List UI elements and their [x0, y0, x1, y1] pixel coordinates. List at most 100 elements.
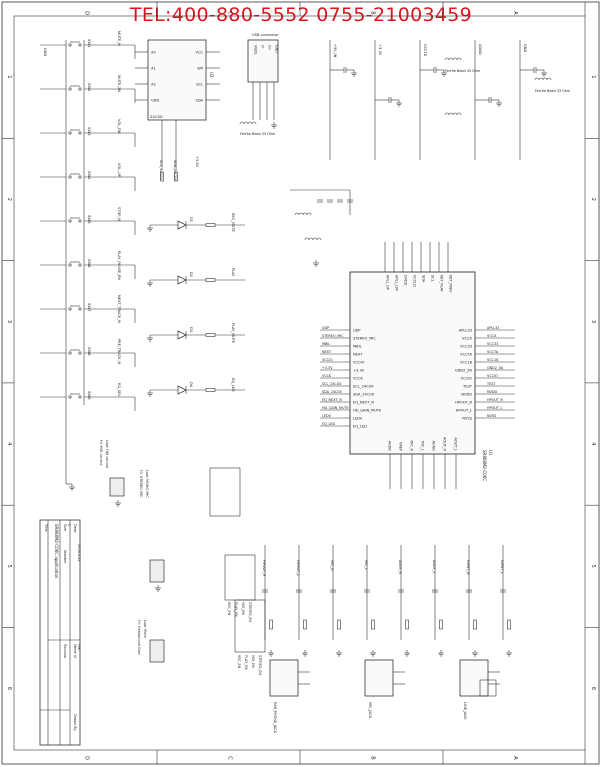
- switch-ref: SW5: [87, 215, 92, 224]
- resistor: [205, 223, 216, 227]
- chip-pin-label: GND2_5A: [455, 369, 473, 373]
- size-label: Size: [63, 524, 67, 531]
- chip-net-label: NEXT: [322, 350, 332, 354]
- chip-pin-label: KEY_PREV: [449, 275, 453, 293]
- chip-pin-label: +3.3V: [353, 369, 365, 373]
- chip-pin-label: DVDD: [404, 275, 408, 286]
- chip-net-label: VCCIO: [487, 374, 498, 378]
- inductor: [534, 77, 552, 81]
- chip-pin-label: VCC18: [460, 361, 473, 365]
- resistor: [337, 619, 341, 630]
- filter-label: Ferrite Bead 33 Ohm: [445, 69, 481, 73]
- date-value: 2013-3-22: [77, 544, 81, 562]
- zone-number-right: 6: [590, 687, 596, 690]
- resistor: [174, 171, 178, 182]
- chip-net-label: VCC18: [487, 358, 498, 362]
- chip-pin-label: SDA: [422, 275, 426, 283]
- chip-pin-label: VREF: [399, 442, 403, 451]
- mode-text: Low: MONO MIC: [145, 470, 149, 498]
- switch-contact: [78, 87, 82, 91]
- zone-number-left: 6: [6, 687, 12, 690]
- revision-label: Revision: [63, 644, 67, 658]
- chip-net-label: VCCX: [487, 334, 497, 338]
- switch-contact: [78, 43, 82, 47]
- zone-number-left: 5: [6, 565, 12, 568]
- chip-net-label: STEREO_MIC: [322, 334, 344, 338]
- title-label: Title: [44, 523, 48, 532]
- zone-letter-top: D: [84, 11, 90, 15]
- switch-contact: [68, 263, 72, 267]
- rail-label: VCC18: [423, 44, 427, 57]
- chip-net-label: +3.3V: [322, 366, 333, 370]
- resistor: [507, 619, 511, 630]
- led-diode: [177, 220, 187, 230]
- number-label: Number: [63, 550, 67, 564]
- inductor: [444, 57, 462, 61]
- audio-jack: [459, 659, 489, 697]
- resistor: [205, 333, 216, 337]
- chip-pin-label: EQ_NEXT_N: [353, 401, 374, 405]
- gnd-label: GND: [43, 48, 47, 56]
- zone-number-right: 3: [590, 320, 596, 323]
- inner-border: [13, 15, 586, 751]
- zone-letter-bottom: C: [227, 756, 233, 760]
- chip-pin-label: UDP: [353, 329, 361, 333]
- eeprom-body: [147, 39, 207, 121]
- chip-pin-label: MIC_L: [421, 441, 425, 451]
- switch-contact: [68, 131, 72, 135]
- switch-ref: SW6: [87, 259, 92, 268]
- chip-pin-label: VCC33: [460, 345, 472, 349]
- usb-pin-label: D-: [261, 45, 265, 50]
- mode-table: [209, 467, 241, 517]
- switch-net: PRE_TRACK_N: [117, 339, 121, 364]
- rail-label: +3.3V: [195, 156, 199, 167]
- switch-contact: [68, 43, 72, 47]
- jack-label: EAR_PHONE_JACK: [273, 702, 277, 734]
- switch-contact: [78, 395, 82, 399]
- resistor: [160, 171, 164, 182]
- mode-item: PLAY_EN: [234, 602, 238, 617]
- chip-pin-label: SDA_24C0X: [353, 393, 375, 397]
- chip-net-label: MBIL: [322, 342, 330, 346]
- chip-pin-label: LED0: [353, 417, 363, 421]
- zone-number-right: 5: [590, 565, 596, 568]
- chip-net-label: VCCK: [322, 374, 332, 378]
- eeprom-ref: U2: [209, 72, 214, 78]
- usb-pin-label: D+: [268, 45, 272, 51]
- chip-net-label: GND2_5A: [487, 366, 504, 370]
- zone-letter-bottom: B: [370, 756, 376, 760]
- chip-pin-label: NVDD: [461, 393, 472, 397]
- inductor: [239, 121, 257, 125]
- eeprom-net: SDA_24C0X: [173, 160, 177, 181]
- audio-net: HPOUT_L: [296, 560, 300, 576]
- mode-text: Hi: STEREO MIC: [139, 470, 143, 498]
- eeprom-pin-label: A0: [151, 51, 156, 55]
- chip-net-label: NVDD: [487, 390, 497, 394]
- jack-label: MIC_JACK: [368, 702, 372, 719]
- resistor: [269, 619, 273, 630]
- resistor: [303, 619, 307, 630]
- eeprom-pin-label: SCL: [196, 83, 203, 87]
- jack-label: LINE_JACK: [463, 702, 467, 720]
- chip-net-label: UDP: [322, 326, 329, 330]
- chip-net-label: LED0: [322, 414, 331, 418]
- switch-ref: SW1: [87, 39, 92, 48]
- audio-net: INPUT_L: [500, 560, 504, 574]
- chip-net-label: HPOUT_R: [487, 398, 504, 402]
- eeprom-part: 24C0X: [150, 114, 163, 119]
- zone-number-left: 4: [6, 442, 12, 445]
- chip-pin-label: MBIL: [353, 345, 362, 349]
- led-net: REC_MUTE: [231, 213, 235, 232]
- date-label: Date:: [73, 524, 77, 533]
- switch-contact: [78, 131, 82, 135]
- chip-net-label: HD_GAIN_MUTE: [322, 406, 349, 410]
- led-ref: D1: [189, 217, 193, 222]
- zone-number-right: 1: [590, 75, 596, 78]
- rail-label: +5V_IN: [333, 44, 337, 58]
